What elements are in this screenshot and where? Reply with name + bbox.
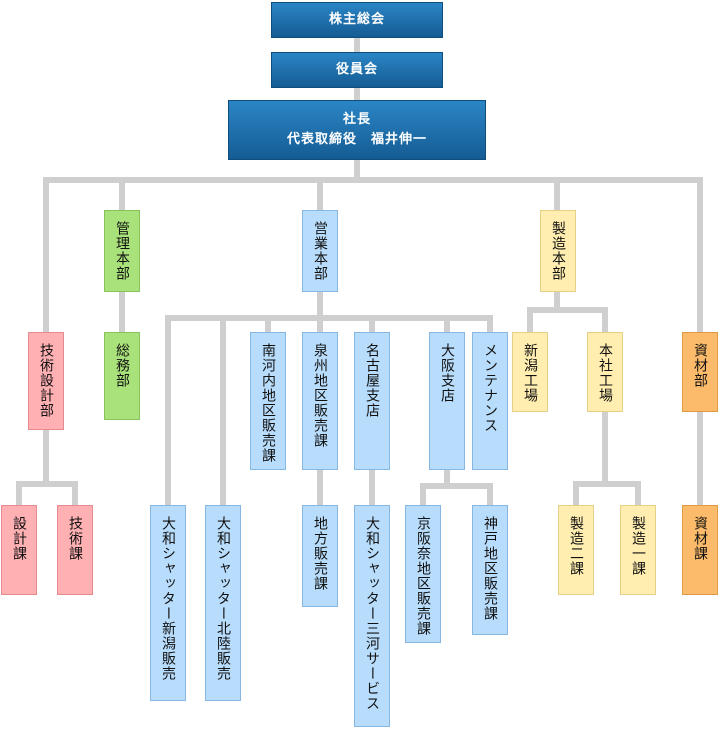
general-affairs-dept-box: 総務部 [104, 332, 140, 420]
president-box: 社長 代表取締役 福井伸一 [228, 100, 486, 160]
kobe-sales-box: 神戸地区販売課 [472, 505, 508, 635]
minamikawachi-sales-box: 南河内地区販売課 [250, 332, 286, 470]
keihanna-sales-box: 京阪奈地区販売課 [405, 505, 441, 643]
shareholders-meeting-label: 株主総会 [328, 12, 385, 27]
materials-section-box: 資材課 [682, 505, 718, 595]
president-title: 社長 [342, 112, 371, 127]
manufacturing-section-2-box: 製造二課 [558, 505, 594, 595]
head-office-factory-box: 本社工場 [587, 332, 623, 412]
board-label: 役員会 [335, 62, 378, 77]
board-box: 役員会 [271, 52, 443, 88]
president-name: 代表取締役 福井伸一 [286, 132, 427, 147]
management-division-box: 管理本部 [104, 210, 140, 292]
niigata-factory-box: 新潟工場 [512, 332, 548, 412]
materials-dept-box: 資材部 [682, 332, 718, 412]
technical-section-box: 技術課 [57, 505, 93, 595]
design-section-box: 設計課 [1, 505, 37, 595]
nagoya-branch-box: 名古屋支店 [354, 332, 390, 470]
manufacturing-section-1-box: 製造一課 [620, 505, 656, 595]
engineering-design-dept-box: 技術設計部 [28, 332, 64, 430]
yamato-niigata-sales-box: 大和シャッター新潟販売 [150, 505, 186, 701]
maintenance-box: メンテナンス [472, 332, 508, 470]
yamato-mikawa-service-box: 大和シャッター三河サービス [354, 505, 390, 727]
osaka-branch-box: 大阪支店 [429, 332, 465, 470]
shareholders-meeting-box: 株主総会 [271, 2, 443, 38]
manufacturing-division-box: 製造本部 [540, 210, 576, 292]
senshu-sales-box: 泉州地区販売課 [302, 332, 338, 470]
regional-sales-section-box: 地方販売課 [302, 505, 338, 607]
sales-division-box: 営業本部 [302, 210, 338, 292]
yamato-hokuriku-sales-box: 大和シャッター北陸販売 [205, 505, 241, 701]
